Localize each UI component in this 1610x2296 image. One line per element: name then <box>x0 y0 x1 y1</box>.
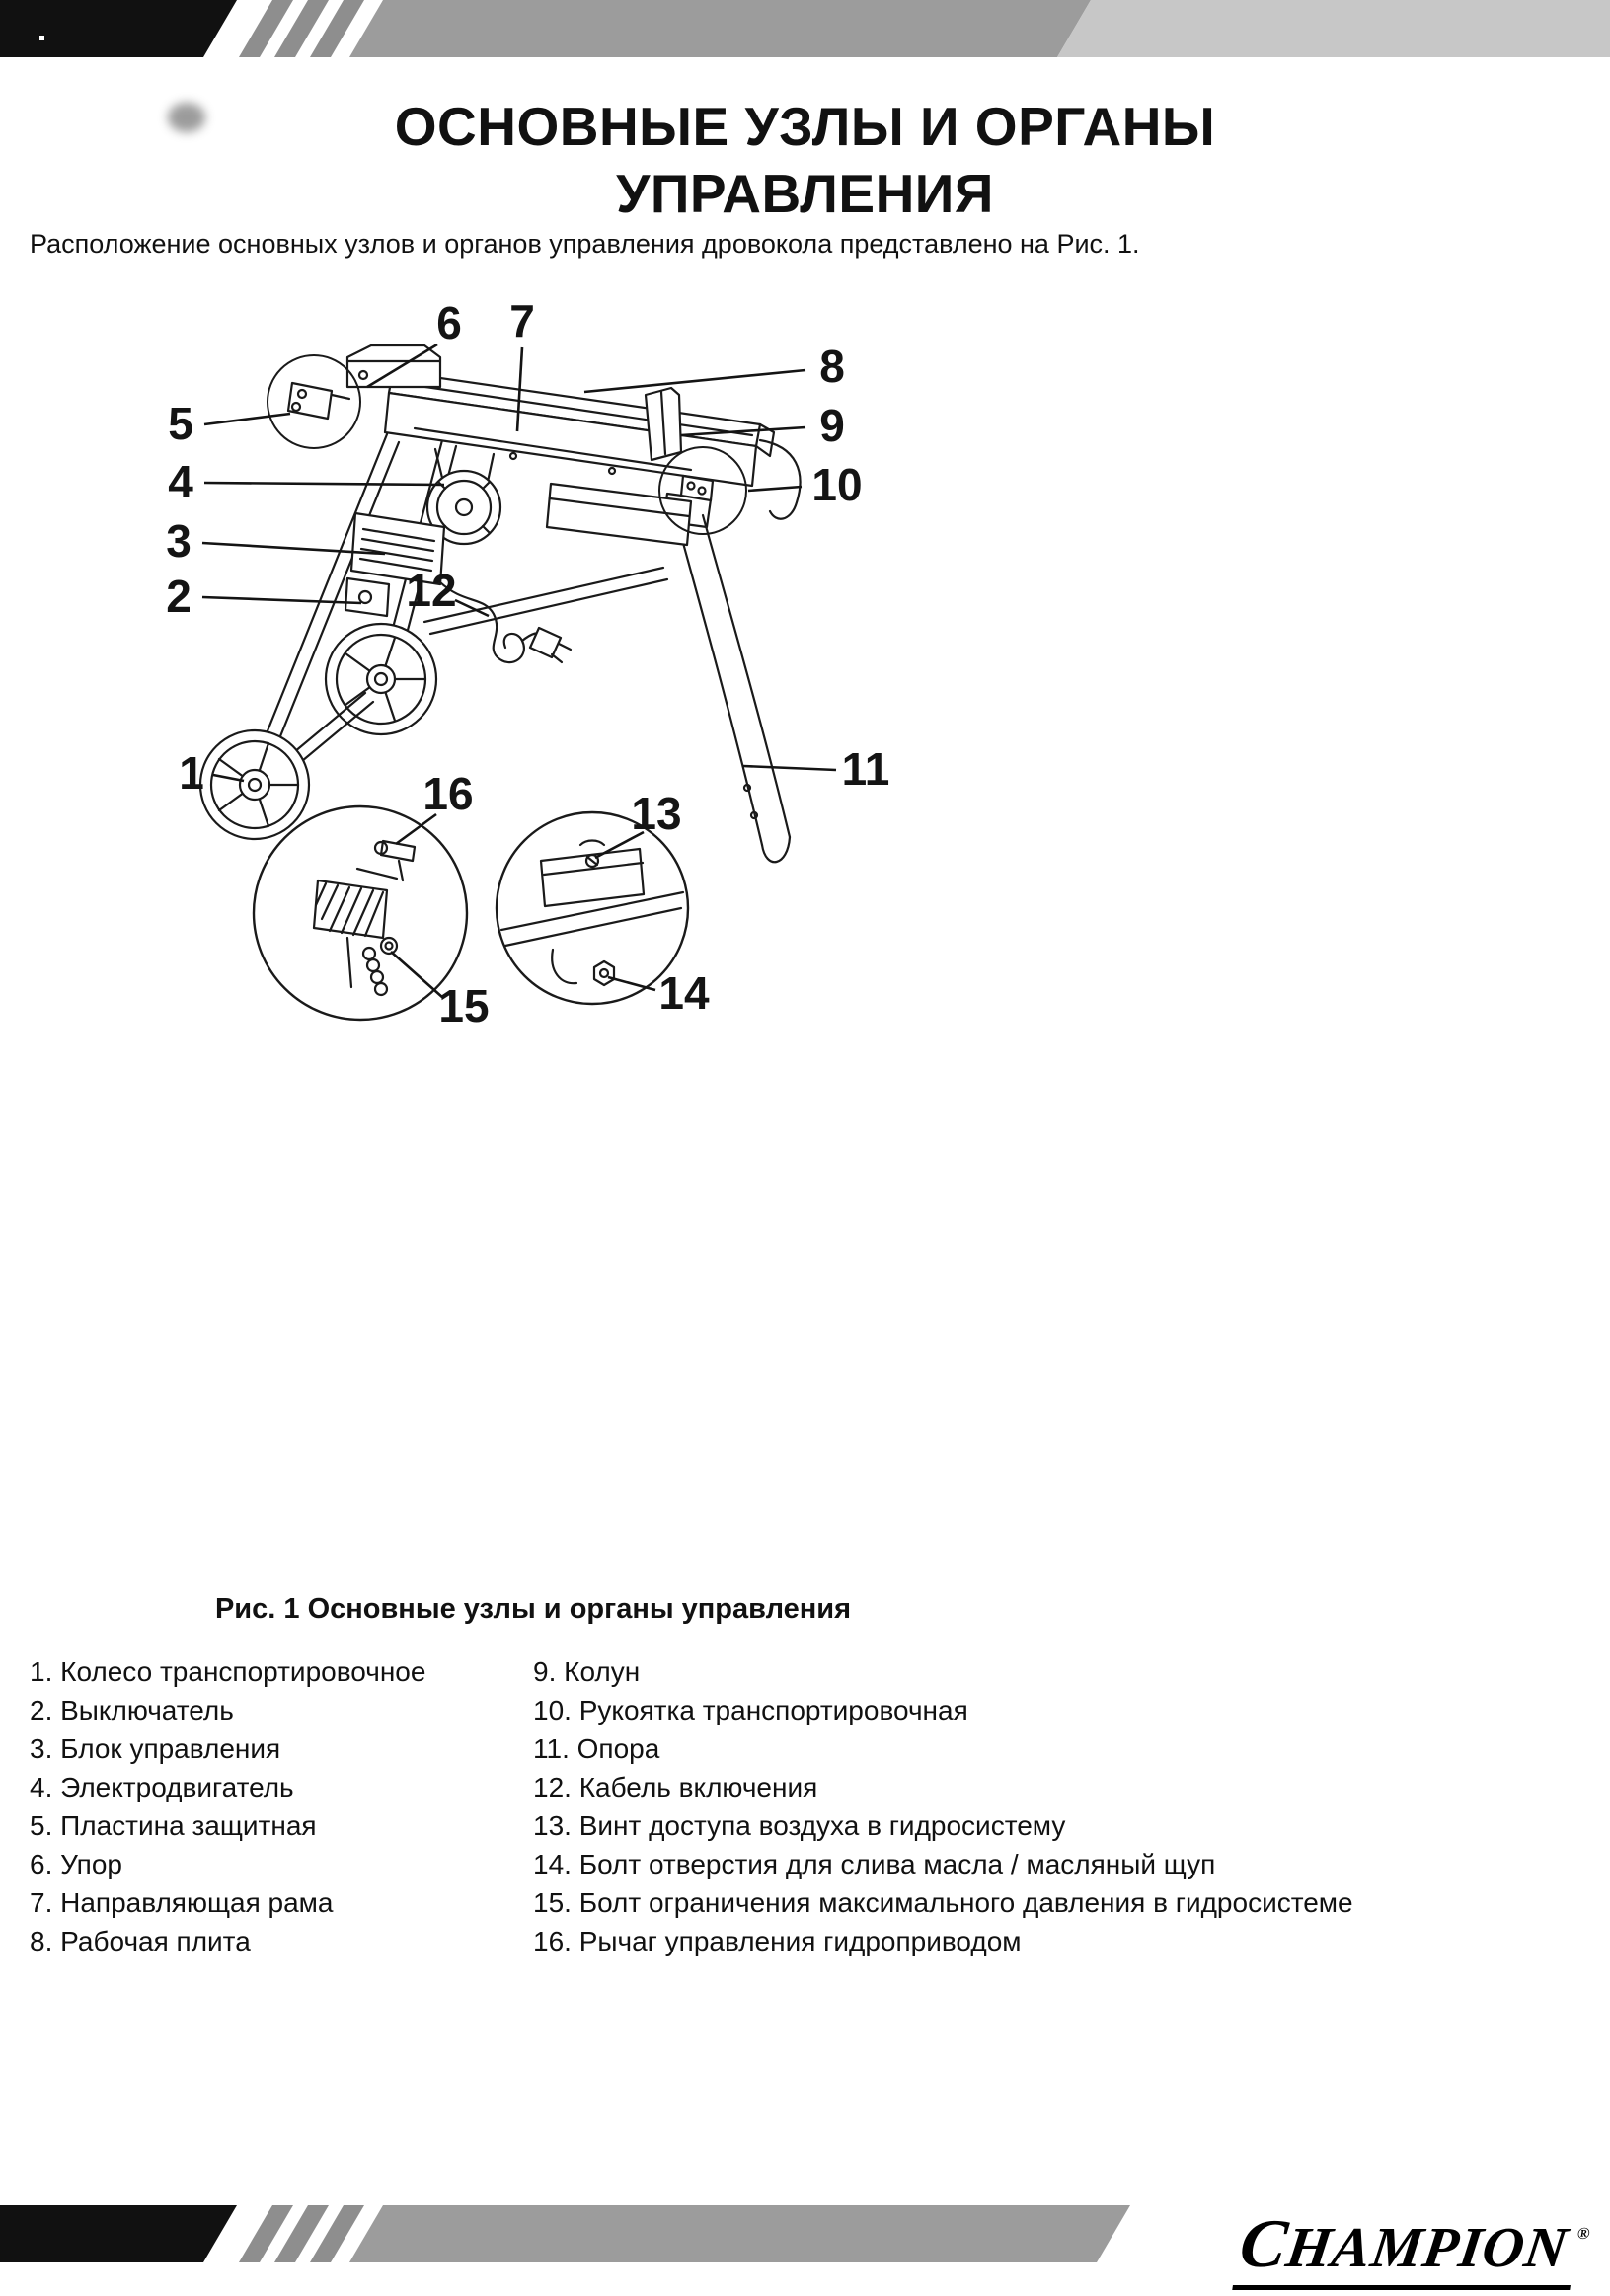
callout-leader-line <box>395 812 437 846</box>
splitting-wedge <box>644 386 683 462</box>
bottom-bar-stripe <box>274 2205 329 2262</box>
callout-leader-line <box>212 773 245 783</box>
callout-number: 11 <box>842 743 890 795</box>
callout-leader-line <box>203 481 445 487</box>
protective-plate-detail <box>267 354 361 449</box>
callout-number: 4 <box>168 456 193 507</box>
parts-list-item: 11. Опора <box>533 1733 660 1764</box>
callout-leader-line <box>390 951 444 999</box>
electric-motor <box>425 447 502 546</box>
bottom-bar-gray-band <box>349 2205 1130 2262</box>
champion-logo: CHAMPION® <box>1232 2205 1610 2290</box>
callout-number: 5 <box>168 398 193 449</box>
parts-list-item: 5. Пластина защитная <box>30 1810 317 1841</box>
callout-number: 10 <box>811 459 862 510</box>
callout-number: 3 <box>166 515 192 567</box>
top-decor-bar <box>0 0 1610 57</box>
wheel-back <box>324 622 438 736</box>
callout-number: 9 <box>819 400 845 451</box>
transport-handle-detail <box>658 438 802 535</box>
hydraulic-tank <box>545 482 693 547</box>
bleed-screw-detail <box>495 810 690 1006</box>
parts-list-item: 3. Блок управления <box>30 1733 281 1764</box>
power-plug <box>528 626 563 659</box>
top-bar-stripe <box>239 0 293 57</box>
drain-bolt <box>592 959 616 987</box>
parts-list-item: 6. Упор <box>30 1849 122 1879</box>
callout-leader-line <box>515 346 524 432</box>
control-unit <box>349 511 446 586</box>
parts-list-item: 10. Рукоятка транспортировочная <box>533 1695 968 1725</box>
top-bar-dot-artifact <box>39 36 44 40</box>
callout-leader-line <box>594 830 645 860</box>
callout-leader-line <box>366 343 438 389</box>
bottom-bar-stripe <box>239 2205 293 2262</box>
callout-leader-line <box>747 485 803 493</box>
intro-text: Расположение основных узлов и органов уп… <box>30 229 1140 259</box>
callout-number: 13 <box>631 788 681 839</box>
power-switch <box>344 576 391 618</box>
power-cable <box>438 580 573 664</box>
top-bar-light-band <box>1057 0 1610 57</box>
parts-list-item: 8. Рабочая плита <box>30 1926 251 1956</box>
parts-list-item: 7. Направляющая рама <box>30 1887 334 1918</box>
parts-list-item: 15. Болт ограничения максимального давле… <box>533 1887 1353 1918</box>
callout-number: 15 <box>438 980 489 1032</box>
parts-list-item: 9. Колун <box>533 1656 641 1687</box>
callout-leader-line <box>201 595 362 605</box>
parts-list-item: 14. Болт отверстия для слива масла / мас… <box>533 1849 1216 1879</box>
callout-leader-line <box>742 764 837 772</box>
callout-number: 16 <box>422 768 473 819</box>
top-bar-black-block <box>0 0 237 57</box>
callout-number: 14 <box>658 967 710 1019</box>
brand-wordmark: CHAMPION <box>1232 2205 1581 2290</box>
bottom-bar-stripe <box>310 2205 364 2262</box>
hydraulic-control-detail <box>252 804 469 1022</box>
parts-list-item: 2. Выключатель <box>30 1695 234 1725</box>
bottom-bar-black-block <box>0 2205 237 2262</box>
registered-mark: ® <box>1575 2224 1591 2243</box>
log-splitter-drawing <box>198 344 802 1022</box>
figure-caption: Рис. 1 Основные узлы и органы управления <box>214 1593 852 1625</box>
parts-list-item: 16. Рычаг управления гидроприводом <box>533 1926 1022 1956</box>
callout-number: 2 <box>166 571 192 622</box>
callout-leader-line <box>607 975 656 992</box>
callout-leader-line <box>680 425 806 437</box>
callout-leader-line <box>203 412 291 426</box>
parts-list-left: 1. Колесо транспортировочное 2. Выключате… <box>30 1652 425 1960</box>
bottom-decor-bar <box>0 2205 1130 2262</box>
callout-leader-line <box>201 541 386 556</box>
parts-list-item: 4. Электродвигатель <box>30 1772 294 1802</box>
callout-number: 12 <box>406 565 456 616</box>
parts-list-item: 12. Кабель включения <box>533 1772 818 1802</box>
callout-number: 1 <box>179 747 204 799</box>
top-bar-stripe <box>274 0 329 57</box>
top-bar-stripe <box>310 0 364 57</box>
wheel-front <box>198 728 311 841</box>
page-title-line2: УПРАВЛЕНИЯ <box>616 163 994 224</box>
title-artifact-smudge <box>168 103 205 132</box>
callout-number: 6 <box>436 297 462 348</box>
page-title: ОСНОВНЫЕ УЗЛЫ И ОРГАНЫ УПРАВЛЕНИЯ <box>0 93 1610 227</box>
transport-handle <box>758 438 802 520</box>
parts-list-right: 9. Колун 10. Рукоятка транспортировочная 1… <box>533 1652 1353 1960</box>
parts-list-item: 13. Винт доступа воздуха в гидросистему <box>533 1810 1066 1841</box>
guide-frame-beam <box>383 369 776 488</box>
support-leg <box>661 492 792 864</box>
callout-leader-line <box>454 598 490 618</box>
top-bar-gray-band <box>349 0 1091 57</box>
parts-list-item: 1. Колесо транспортировочное <box>30 1656 426 1687</box>
callout-number: 8 <box>819 341 845 392</box>
callout-number: 7 <box>509 295 535 346</box>
page-title-line1: ОСНОВНЫЕ УЗЛЫ И ОРГАНЫ <box>394 96 1216 157</box>
callout-leader-line <box>583 368 806 394</box>
